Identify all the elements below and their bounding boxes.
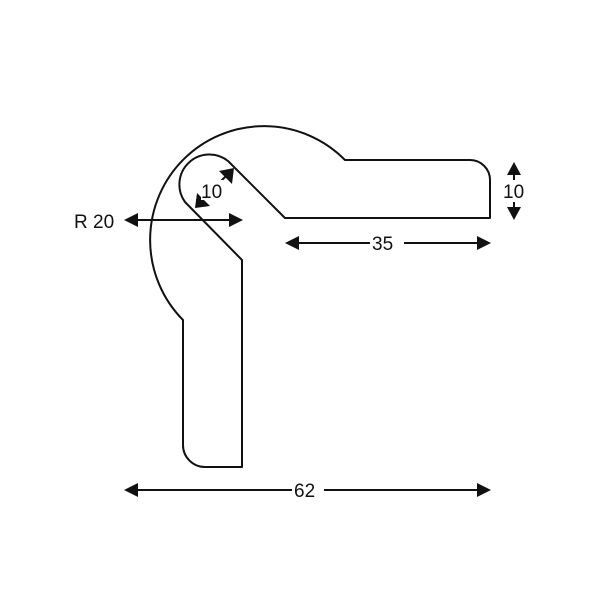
overall-width-label-background [292,479,324,501]
flange-thickness-label-background [503,180,527,202]
flange-length-dimension: 35 [285,232,491,255]
radius-label: R 20 [74,212,114,233]
overall-width-arrow-left [124,483,138,497]
radius-arrow-right [229,213,243,227]
flange-thickness-dimension: 10 [503,162,527,220]
flange-length-label: 35 [372,234,393,255]
flange-thickness-label: 10 [503,182,524,203]
slot-width-label: 10 [201,182,222,203]
flange-length-arrow-right [477,236,491,250]
overall-width-dimension: 62 [124,479,491,502]
slot-width-label-background [201,180,223,200]
flange-length-label-background [370,232,404,254]
overall-width-arrow-right [477,483,491,497]
flange-thickness-arrow-bottom [507,207,521,220]
radius-arrow-left [124,213,138,227]
radius-dimension: R 20 [74,212,243,233]
slot-width-arrow-lower [195,193,210,208]
slot-width-arrow-upper [219,168,234,184]
flange-length-arrow-left [285,236,299,250]
overall-width-label: 62 [294,481,315,502]
corner-profile-outline [149,125,491,468]
slot-width-dimension: 10 [195,168,234,208]
flange-thickness-arrow-top [507,162,521,175]
